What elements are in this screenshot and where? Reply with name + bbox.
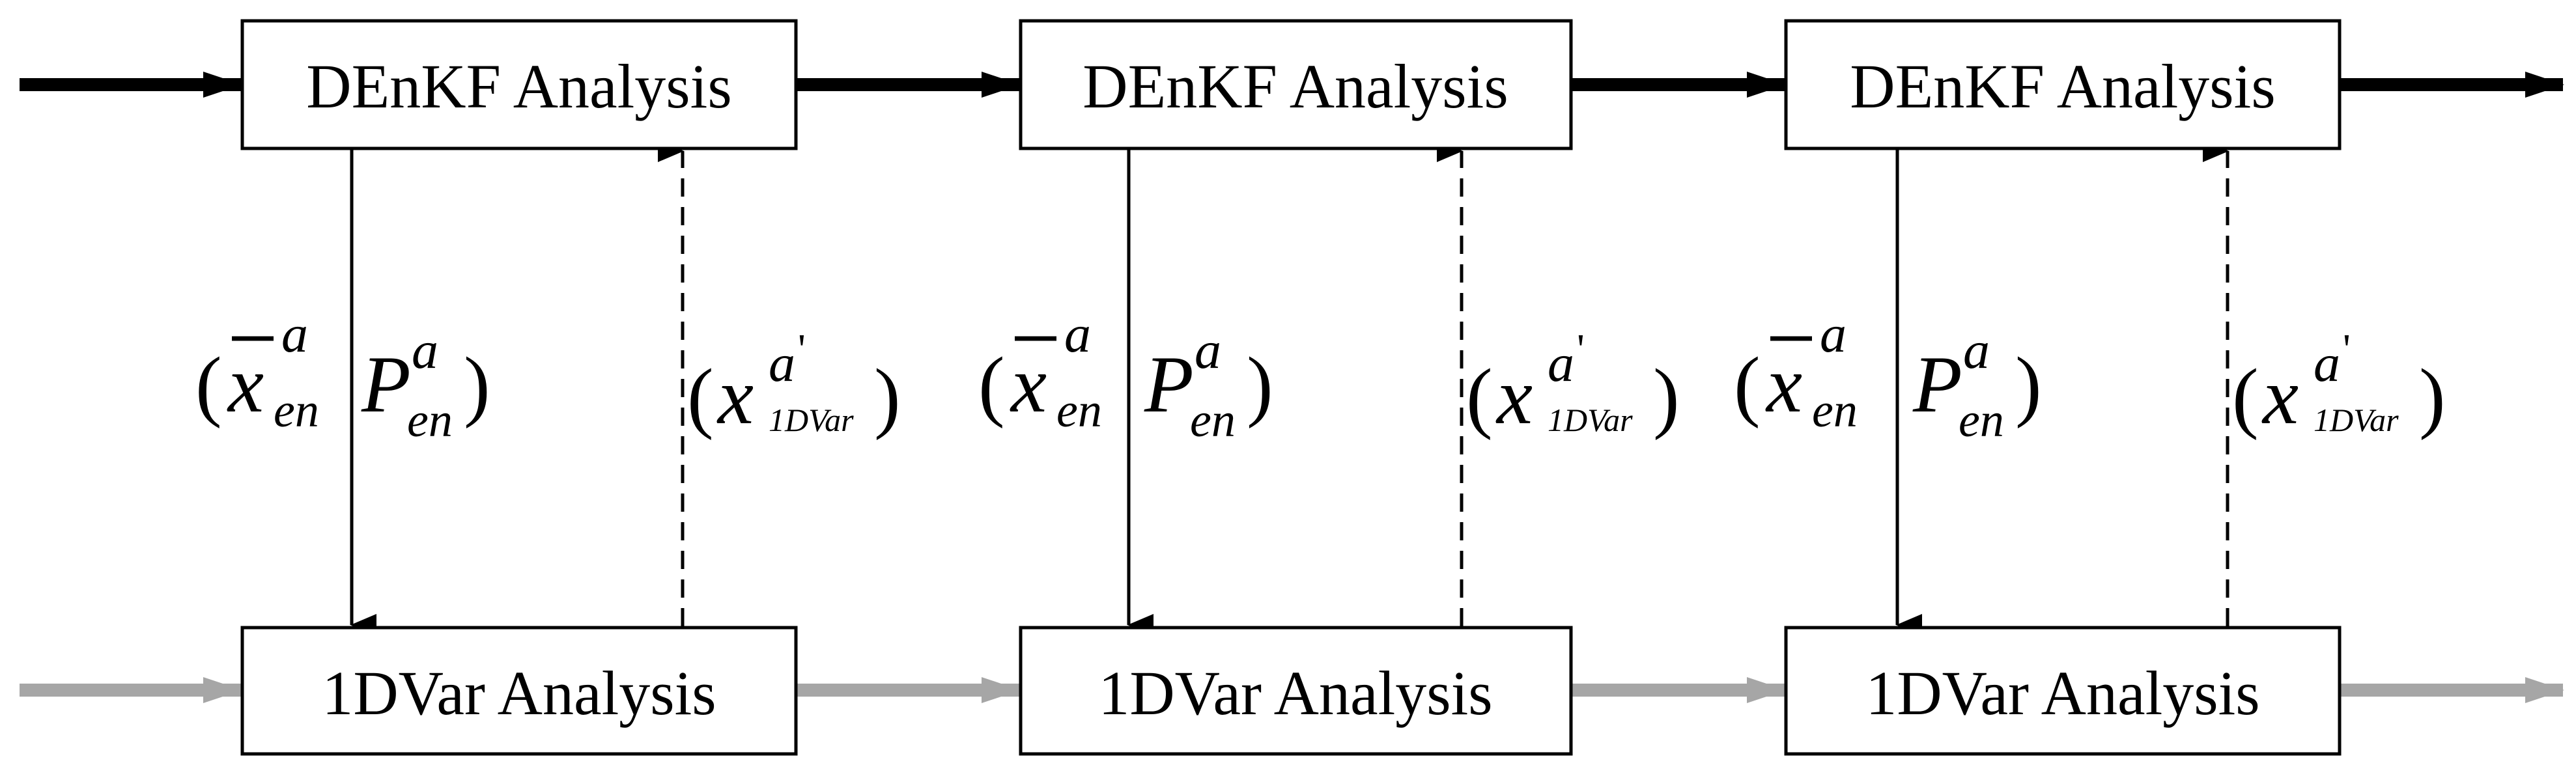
onedvar-analysis-label: ( x a ' 1DVar ) (687, 326, 901, 441)
x-symbol: x (1495, 352, 1533, 441)
prime-mark: ' (1577, 326, 1585, 373)
onedvar-analysis-label: 1DVar Analysis (1865, 658, 2259, 728)
x-subscript: 1DVar (769, 402, 854, 438)
onedvar-analysis-box: 1DVar Analysis (240, 626, 798, 756)
open-paren: ( (2232, 353, 2259, 441)
open-paren: ( (195, 341, 222, 429)
denkf-analysis-box: DEnKF Analysis (1784, 19, 2342, 150)
open-paren: ( (978, 341, 1005, 429)
onedvar-analysis-box: 1DVar Analysis (1019, 626, 1573, 756)
p-subscript: en (1190, 394, 1236, 447)
cycle-3: DEnKF Analysis 1DVar Analysis ( x a en P… (1734, 19, 2446, 756)
p-subscript: en (407, 394, 453, 447)
p-superscript: a (1963, 320, 1990, 380)
x-subscript: en (274, 384, 319, 438)
onedvar-analysis-label: 1DVar Analysis (322, 658, 716, 728)
x-subscript: en (1812, 384, 1858, 438)
x-superscript: a (769, 333, 795, 393)
p-symbol: P (361, 340, 411, 429)
x-symbol: x (1010, 340, 1047, 429)
p-superscript: a (1195, 320, 1221, 380)
ensemble-analysis-label: ( x a en P a en ) (195, 304, 490, 447)
close-paren: ) (1653, 353, 1680, 441)
close-paren: ) (2015, 341, 2042, 429)
prime-mark: ' (2343, 326, 2351, 373)
open-paren: ( (687, 353, 714, 441)
x-symbol: x (1765, 340, 1802, 429)
cycle-2: DEnKF Analysis 1DVar Analysis ( x a en P… (978, 19, 1680, 756)
p-symbol: P (1144, 340, 1194, 429)
p-subscript: en (1959, 394, 2004, 447)
ensemble-analysis-label: ( x a en P a en ) (1734, 304, 2042, 447)
x-subscript: en (1056, 384, 1102, 438)
x-symbol: x (716, 352, 754, 441)
ensemble-analysis-label: ( x a en P a en ) (978, 304, 1273, 447)
close-paren: ) (1247, 341, 1273, 429)
x-subscript: 1DVar (2314, 402, 2399, 438)
prime-mark: ' (798, 326, 806, 373)
p-symbol: P (1912, 340, 1962, 429)
close-paren: ) (464, 341, 490, 429)
x-superscript: a (2314, 333, 2340, 393)
denkf-analysis-box: DEnKF Analysis (240, 19, 798, 150)
x-superscript: a (281, 304, 308, 363)
open-paren: ( (1734, 341, 1761, 429)
p-superscript: a (412, 320, 438, 380)
x-superscript: a (1820, 304, 1847, 363)
open-paren: ( (1466, 353, 1493, 441)
x-symbol: x (227, 340, 264, 429)
denkf-analysis-label: DEnKF Analysis (1850, 51, 2275, 121)
denkf-analysis-label: DEnKF Analysis (1083, 51, 1508, 121)
denkf-analysis-box: DEnKF Analysis (1019, 19, 1573, 150)
denkf-analysis-label: DEnKF Analysis (306, 51, 731, 121)
cycle-1: DEnKF Analysis 1DVar Analysis ( x a en P… (195, 19, 901, 756)
x-symbol: x (2261, 352, 2299, 441)
onedvar-analysis-box: 1DVar Analysis (1784, 626, 2342, 756)
x-superscript: a (1548, 333, 1574, 393)
close-paren: ) (2419, 353, 2446, 441)
onedvar-analysis-label: 1DVar Analysis (1098, 658, 1492, 728)
close-paren: ) (874, 353, 901, 441)
x-superscript: a (1064, 304, 1091, 363)
onedvar-analysis-label: ( x a ' 1DVar ) (1466, 326, 1680, 441)
x-subscript: 1DVar (1548, 402, 1633, 438)
onedvar-analysis-label: ( x a ' 1DVar ) (2232, 326, 2446, 441)
